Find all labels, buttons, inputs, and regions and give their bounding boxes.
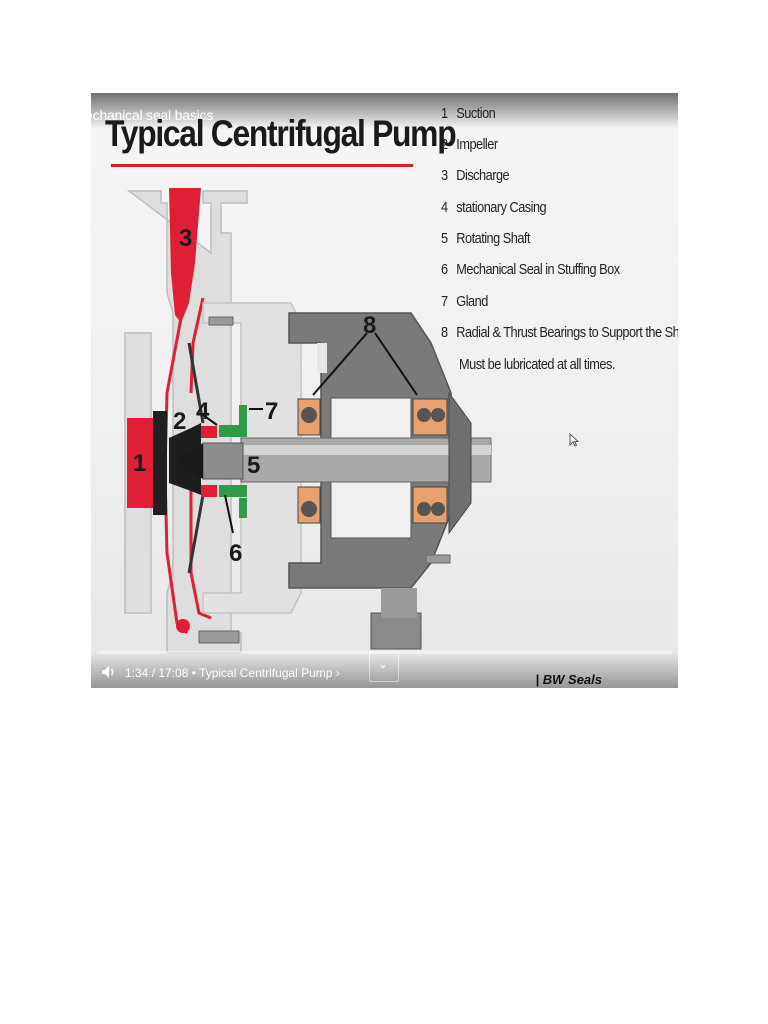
- callout-2: 2: [173, 408, 186, 435]
- callout-8: 8: [363, 312, 376, 339]
- bolt-upper: [208, 316, 234, 326]
- seal-green-top: [219, 425, 247, 437]
- chevron-down-icon: ⌄: [378, 657, 389, 671]
- callout-4: 4: [196, 398, 210, 425]
- video-player[interactable]: 3 1 2 4 5 6 7 8 echanical seal basics Ty…: [91, 93, 678, 688]
- control-bar: [91, 652, 678, 688]
- shaft-threaded-end: [202, 442, 244, 480]
- callout-7: 7: [265, 398, 278, 425]
- playback-time: 1:34 / 17:08 • Typical Centrifugal Pump …: [125, 666, 340, 680]
- leader-8a: [312, 332, 368, 396]
- housing-port: [317, 343, 327, 373]
- chapter-link[interactable]: • Typical Centrifugal Pump ›: [191, 666, 340, 680]
- legend-note: Must be lubricated at all times.: [459, 356, 615, 373]
- title-underline: [111, 164, 413, 167]
- callout-5: 5: [247, 452, 260, 479]
- base-block: [381, 588, 417, 618]
- leader-8b: [374, 332, 418, 396]
- gland-green-top: [239, 405, 247, 425]
- callout-6: 6: [229, 540, 242, 567]
- gland-green-bottom: [239, 498, 247, 518]
- bolt-lower: [198, 630, 240, 644]
- seal-red-top: [201, 426, 217, 438]
- video-title[interactable]: echanical seal basics: [91, 107, 214, 123]
- leader-6: [224, 494, 234, 534]
- bolt-housing: [425, 554, 451, 564]
- discharge-channel: [169, 188, 201, 323]
- expand-button[interactable]: ⌄: [369, 652, 399, 682]
- shaft-nut: [175, 443, 203, 479]
- seal-red-bottom: [201, 485, 217, 497]
- time-display: 1:34 / 17:08: [125, 666, 189, 680]
- seal-green-bottom: [219, 485, 247, 497]
- volume-icon[interactable]: [101, 665, 117, 679]
- pump-diagram: 3 1 2 4 5 6 7 8: [124, 188, 492, 654]
- impeller-vane: [187, 342, 205, 574]
- leader-4: [202, 414, 218, 426]
- callout-1: 1: [133, 450, 146, 477]
- volute-line-3: [189, 488, 212, 620]
- volute-end: [176, 619, 190, 633]
- shaft-highlight: [241, 445, 491, 455]
- suction-rim: [153, 411, 167, 515]
- volute-line-2: [189, 297, 205, 394]
- end-cover: [448, 391, 472, 535]
- housing-foot: [370, 612, 422, 650]
- slide-title: Typical Centrifugal Pump: [105, 113, 457, 154]
- mouse-cursor-icon: [569, 433, 579, 447]
- callout-3: 3: [179, 225, 192, 252]
- brand-watermark: | BW Seals: [535, 672, 603, 687]
